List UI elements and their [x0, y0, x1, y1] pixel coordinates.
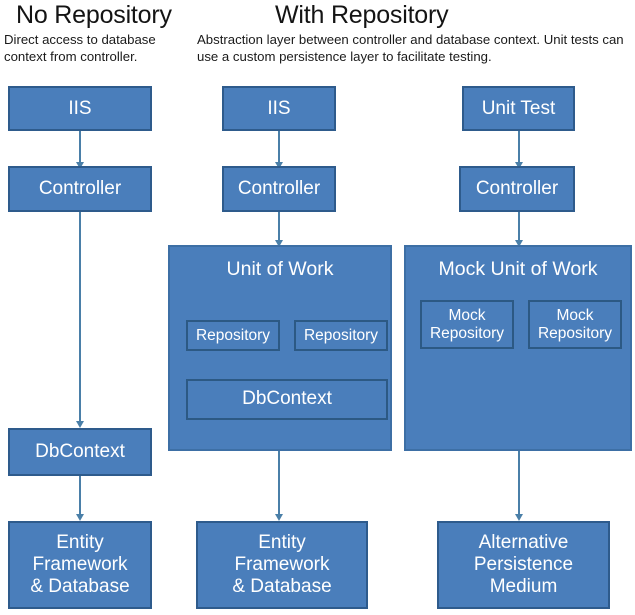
edge-c2-uow-to-ef	[271, 451, 287, 521]
edge-c3-controller-to-muow	[511, 212, 527, 247]
node-c2-repository-1[interactable]: Repository	[186, 320, 280, 351]
edge-c2-controller-to-uow	[271, 212, 287, 247]
node-c3-controller[interactable]: Controller	[459, 166, 575, 212]
node-c3-mock-repository-2[interactable]: Mock Repository	[528, 300, 622, 349]
left-column-subtitle: Direct access to database context from c…	[4, 32, 156, 64]
node-c3-mock-unit-of-work[interactable]: Mock Unit of Work Mock Repository Mock R…	[404, 245, 632, 451]
node-c3-mock-repository-1[interactable]: Mock Repository	[420, 300, 514, 349]
edge-c1-controller-to-dbcontext	[72, 212, 88, 428]
node-c1-controller[interactable]: Controller	[8, 166, 152, 212]
edge-c3-unittest-to-controller	[511, 131, 527, 169]
node-c3-unit-test[interactable]: Unit Test	[462, 86, 575, 131]
node-c1-iis[interactable]: IIS	[8, 86, 152, 131]
node-c2-iis[interactable]: IIS	[222, 86, 336, 131]
right-column-title: With Repository	[275, 1, 449, 29]
node-c2-dbcontext[interactable]: DbContext	[186, 379, 388, 420]
edge-c1-dbcontext-to-ef	[72, 476, 88, 521]
node-c2-unit-of-work-title: Unit of Work	[226, 258, 334, 280]
right-column-subtitle: Abstraction layer between controller and…	[197, 32, 624, 64]
node-c3-alternative-persistence[interactable]: Alternative Persistence Medium	[437, 521, 610, 609]
edge-c3-muow-to-alt	[511, 451, 527, 521]
node-c1-dbcontext[interactable]: DbContext	[8, 428, 152, 476]
edge-c1-iis-to-controller	[72, 131, 88, 169]
node-c2-entity-framework[interactable]: Entity Framework & Database	[196, 521, 368, 609]
node-c2-controller[interactable]: Controller	[222, 166, 336, 212]
node-c2-repository-2[interactable]: Repository	[294, 320, 388, 351]
node-c1-entity-framework[interactable]: Entity Framework & Database	[8, 521, 152, 609]
node-c2-unit-of-work[interactable]: Unit of Work Repository Repository DbCon…	[168, 245, 392, 451]
edge-c2-iis-to-controller	[271, 131, 287, 169]
left-column-title: No Repository	[16, 1, 172, 29]
node-c3-mock-unit-of-work-title: Mock Unit of Work	[438, 258, 598, 280]
